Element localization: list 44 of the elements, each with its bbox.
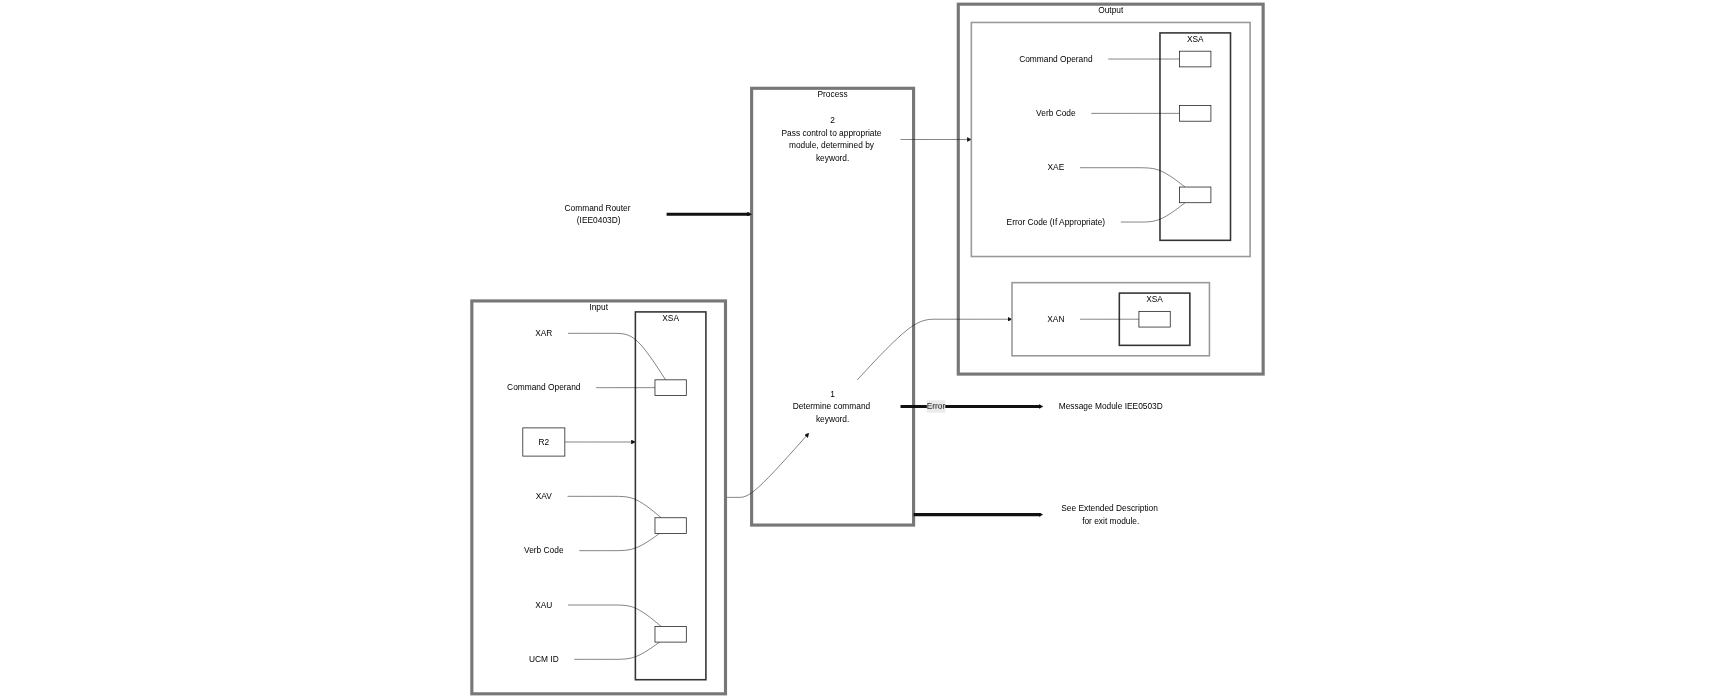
cluster: [970, 21, 1251, 258]
node-text: Verb Code: [524, 545, 564, 555]
connector: [567, 604, 662, 627]
connector: [1079, 318, 1140, 320]
node-text: 2 Pass control to appropriate module, determined by keyword.: [781, 115, 882, 163]
node-text: Error Code (If Appropriate): [1006, 217, 1106, 227]
node-text: Message Module IEE0503D: [1058, 401, 1163, 411]
connector: [574, 641, 660, 660]
node-box: [654, 379, 687, 396]
node-text: XAU: [535, 600, 553, 610]
arrow: [666, 211, 752, 217]
node-text: XAN: [1047, 314, 1065, 324]
connector: [567, 496, 662, 518]
node-text: Command Router (IEE0403D): [564, 203, 631, 225]
edge-label: Error: [926, 401, 946, 411]
cluster: [1011, 281, 1211, 357]
node-box: [654, 626, 687, 643]
arrow: [913, 512, 1043, 517]
connector: [567, 333, 666, 381]
cluster: XSA: [1118, 292, 1191, 347]
node-text: XAR: [535, 328, 553, 338]
connector: [579, 533, 660, 551]
node-text: See Extended Description for exit module.: [1061, 503, 1158, 526]
node-text: XAV: [535, 491, 552, 501]
node-text: 1 Determine command keyword.: [792, 389, 871, 424]
node-box: [1179, 186, 1212, 204]
node-box: [1179, 105, 1212, 122]
node-text: Command Operand: [1019, 54, 1093, 64]
connector: [1120, 202, 1186, 223]
node-box: [1138, 311, 1171, 328]
connector: [595, 387, 656, 388]
cluster: XSA: [1159, 32, 1232, 242]
node-text: XAE: [1047, 163, 1065, 172]
node-box: [1179, 50, 1212, 68]
node-text: UCM ID: [528, 654, 559, 664]
node-text: Verb Code: [1036, 108, 1076, 118]
node-box: R2: [522, 427, 566, 457]
connector: [1108, 58, 1180, 60]
node-text: Command Operand: [507, 382, 581, 392]
node-box: [654, 517, 687, 534]
arrow: [900, 404, 1044, 409]
connector: [1079, 167, 1186, 188]
cluster: XSA: [634, 311, 707, 681]
connector: [1091, 113, 1180, 114]
